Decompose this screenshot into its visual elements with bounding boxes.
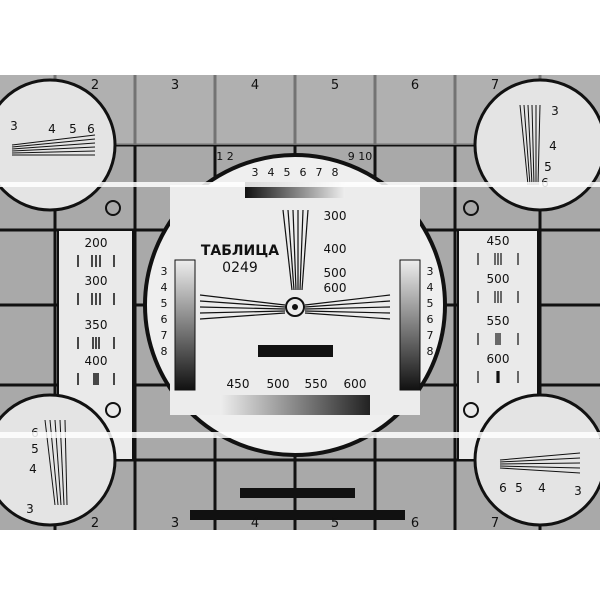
left-gray-7: 7 (161, 329, 168, 342)
right-gray-8: 8 (427, 345, 434, 358)
corner-br-6: 6 (499, 481, 507, 495)
bottom-label-5: 6 (411, 516, 419, 530)
top-scale-left: 1 2 (216, 150, 234, 163)
wedge-tr (519, 104, 541, 186)
bottom-black-bar-1 (240, 488, 355, 498)
wedge-tl (11, 134, 96, 156)
right-scale-300: 300 (324, 209, 347, 223)
right-gray-6: 6 (427, 313, 434, 326)
bottom-scale-450: 450 (227, 377, 250, 391)
corner-tr-4: 4 (549, 139, 557, 153)
corner-br-5: 5 (515, 481, 523, 495)
bottom-label-1: 2 (91, 516, 99, 530)
top-label-3: 4 (251, 78, 259, 93)
noise-band-bottom (0, 432, 600, 438)
corner-br-3: 3 (574, 484, 582, 498)
target-rings (105, 200, 479, 418)
top-scale-4: 4 (268, 166, 275, 179)
center-target (285, 297, 305, 317)
left-gray-8: 8 (161, 345, 168, 358)
top-label-4: 5 (331, 78, 339, 93)
top-scale-7: 7 (316, 166, 323, 179)
bottom-label-6: 7 (491, 516, 499, 530)
right-gray-7: 7 (427, 329, 434, 342)
left-panel-350: 350 (85, 318, 108, 332)
right-gray-4: 4 (427, 281, 434, 294)
top-label-5: 6 (411, 78, 419, 93)
bottom-black-bar-2 (190, 510, 405, 520)
top-scale-5: 5 (284, 166, 291, 179)
top-scale-6: 6 (300, 166, 307, 179)
center-target-dot (292, 304, 298, 310)
bottom-gray-bar (220, 395, 370, 415)
right-gray-5: 5 (427, 297, 434, 310)
corner-bl-4: 4 (29, 462, 37, 476)
corner-tl-4: 4 (48, 122, 56, 136)
bottom-label-2: 3 (171, 516, 179, 530)
bottom-scale-550: 550 (305, 377, 328, 391)
corner-bl-3: 3 (26, 502, 34, 516)
test-pattern: 2 3 4 5 6 7 2 3 4 5 6 7 ТАБЛИЦА 0249 1 2… (0, 75, 600, 530)
right-scale-500: 500 (324, 266, 347, 280)
right-gray-scale (399, 259, 421, 391)
wedge-br (499, 452, 581, 474)
left-panel-bars (77, 255, 115, 385)
noise-band-top (0, 182, 600, 187)
corner-tl-5: 5 (69, 122, 77, 136)
bottom-label-3: 4 (251, 516, 259, 530)
center-number: 0249 (222, 260, 258, 276)
right-panel-bars (477, 253, 519, 383)
right-panel-550: 550 (487, 314, 510, 328)
top-label-1: 2 (91, 78, 99, 93)
right-panel-600: 600 (487, 352, 510, 366)
top-scale-8: 8 (332, 166, 339, 179)
bottom-label-4: 5 (331, 516, 339, 530)
left-panel-300: 300 (85, 274, 108, 288)
left-gray-5: 5 (161, 297, 168, 310)
top-scale-3: 3 (252, 166, 259, 179)
right-scale-600: 600 (324, 281, 347, 295)
fan-right (304, 294, 391, 320)
fan-left (199, 294, 286, 320)
corner-bl-5: 5 (31, 442, 39, 456)
corner-circle-tl (0, 78, 117, 212)
top-scale-right: 9 10 (348, 150, 373, 163)
right-scale-400: 400 (324, 242, 347, 256)
fan-top (282, 209, 309, 291)
corner-tr-3: 3 (551, 104, 559, 118)
center-square (170, 185, 420, 415)
center-title: ТАБЛИЦА (201, 243, 279, 259)
corner-tr-5: 5 (544, 160, 552, 174)
corner-tl-3: 3 (10, 119, 18, 133)
left-gray-3: 3 (161, 265, 168, 278)
corner-circle-tr (473, 78, 600, 212)
left-panel-200: 200 (85, 236, 108, 250)
center-black-bar (258, 345, 333, 357)
top-label-6: 7 (491, 78, 499, 93)
left-gray-scale (174, 259, 196, 391)
right-panel-500: 500 (487, 272, 510, 286)
left-panel-400: 400 (85, 354, 108, 368)
top-label-2: 3 (171, 78, 179, 93)
right-panel-450: 450 (487, 234, 510, 248)
bottom-scale-600: 600 (344, 377, 367, 391)
corner-br-4: 4 (538, 481, 546, 495)
bottom-scale-500: 500 (267, 377, 290, 391)
corner-tl-6: 6 (87, 122, 95, 136)
left-gray-4: 4 (161, 281, 168, 294)
left-gray-6: 6 (161, 313, 168, 326)
right-gray-3: 3 (427, 265, 434, 278)
